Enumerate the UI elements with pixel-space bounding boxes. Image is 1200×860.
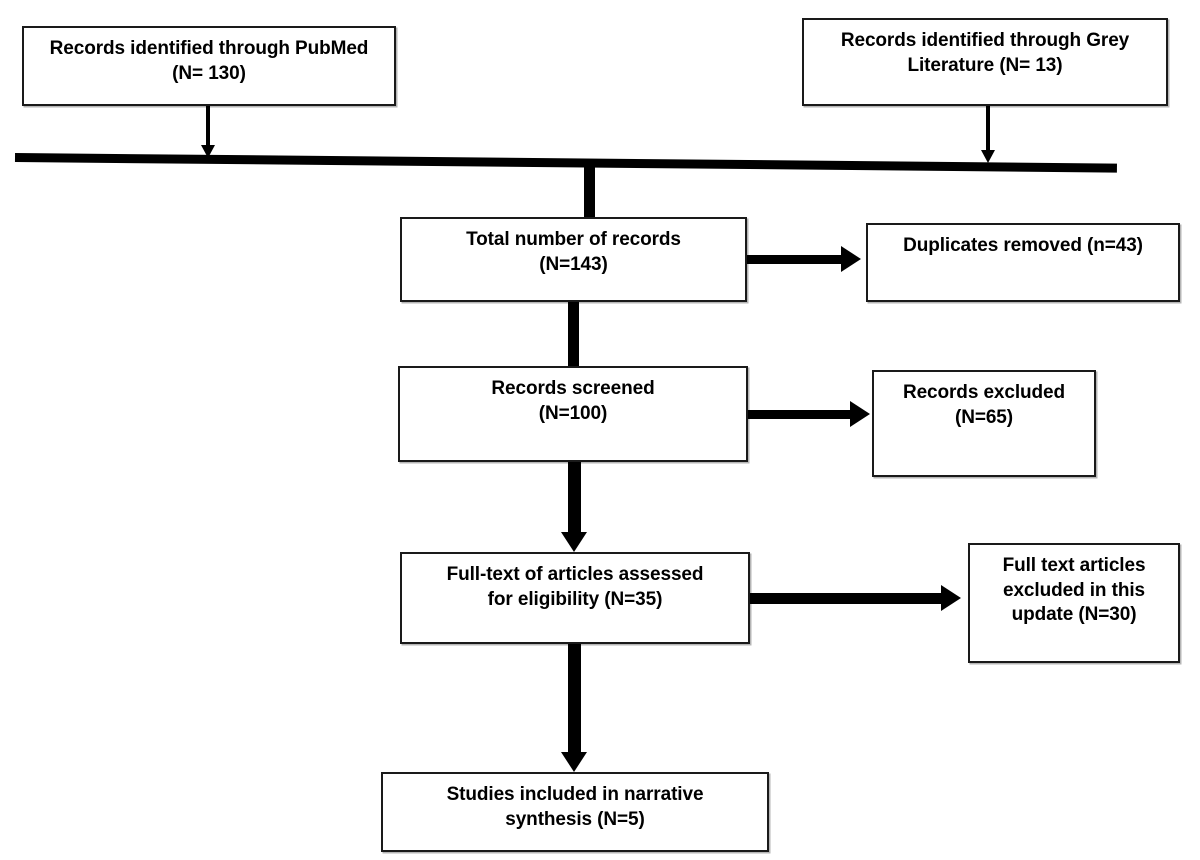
- node-label: Full text articles excluded in this upda…: [1002, 555, 1146, 626]
- connector-records-screened-to-full-text: [568, 462, 581, 536]
- arrowhead-full-text-to-studies-included: [561, 752, 587, 772]
- node-label: Records excluded (N=65): [902, 382, 1066, 428]
- node-records-excluded[interactable]: Records excluded (N=65): [872, 370, 1096, 477]
- connector-grey-literature-to-merge-bar: [986, 106, 990, 152]
- node-label: Records screened (N=100): [491, 378, 655, 424]
- node-label: Records identified through PubMed (N= 13…: [49, 38, 369, 84]
- node-label: Duplicates removed (n=43): [903, 235, 1143, 256]
- arrowhead-grey-literature-to-merge-bar: [981, 150, 995, 163]
- arrowhead-records-screened-to-full-text: [561, 532, 587, 552]
- node-label: Total number of records (N=143): [466, 229, 681, 275]
- arrowhead-records-screened-to-records-excluded: [850, 401, 870, 427]
- connector-merge-bar-to-total-records: [584, 160, 595, 218]
- node-records-screened[interactable]: Records screened (N=100): [398, 366, 748, 462]
- connector-full-text-to-full-text-excluded: [750, 593, 950, 604]
- node-total-number-of-records[interactable]: Total number of records (N=143): [400, 217, 747, 302]
- connector-records-screened-to-records-excluded: [748, 410, 858, 419]
- connector-total-records-to-duplicates: [747, 255, 851, 264]
- connector-total-records-to-records-screened: [568, 302, 579, 368]
- node-studies-included-in-narrative-synthesis[interactable]: Studies included in narrative synthesis …: [381, 772, 769, 852]
- node-records-identified-grey-literature[interactable]: Records identified through Grey Literatu…: [802, 18, 1168, 106]
- node-label: Records identified through Grey Literatu…: [840, 30, 1130, 76]
- node-records-identified-pubmed[interactable]: Records identified through PubMed (N= 13…: [22, 26, 396, 106]
- merge-bar: [14, 153, 1117, 173]
- node-label: Studies included in narrative synthesis …: [446, 784, 704, 830]
- node-full-text-assessed-for-eligibility[interactable]: Full-text of articles assessed for eligi…: [400, 552, 750, 644]
- arrowhead-full-text-to-full-text-excluded: [941, 585, 961, 611]
- connector-pubmed-to-merge-bar: [206, 106, 210, 148]
- connector-full-text-to-studies-included: [568, 644, 581, 756]
- node-full-text-articles-excluded[interactable]: Full text articles excluded in this upda…: [968, 543, 1180, 663]
- arrowhead-total-records-to-duplicates: [841, 246, 861, 272]
- node-duplicates-removed[interactable]: Duplicates removed (n=43): [866, 223, 1180, 302]
- node-label: Full-text of articles assessed for eligi…: [446, 564, 704, 610]
